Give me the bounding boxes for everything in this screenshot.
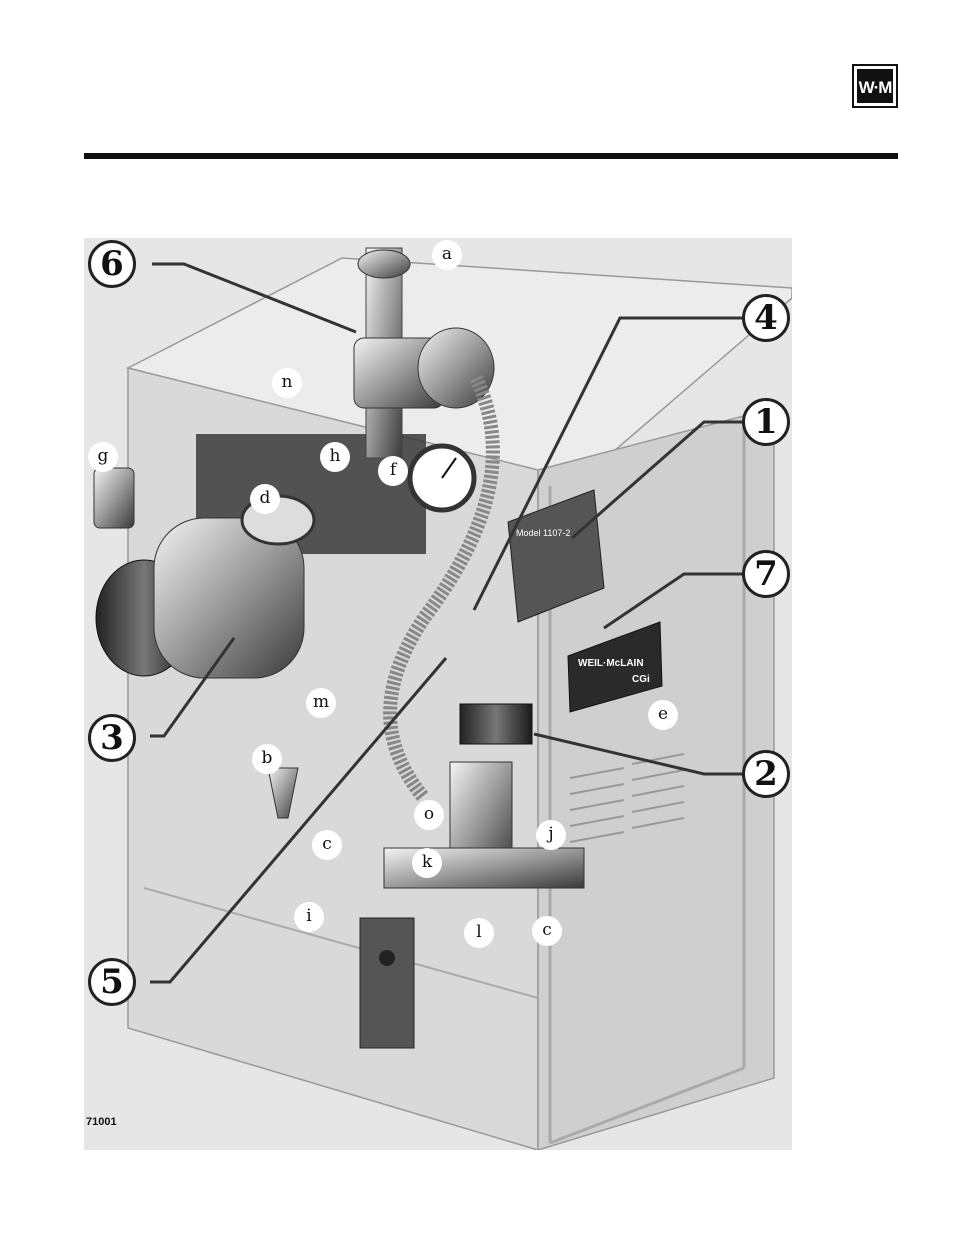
boiler-illustration: Model 1107-2 WEIL·McLAIN CGi [84,238,792,1150]
callout-6: 6 [88,240,136,288]
callout-5: 5 [88,958,136,1006]
logo-text: W·M [857,78,893,98]
callout-7: 7 [742,550,790,598]
relief-valve [94,468,134,528]
letter-g: g [88,442,118,472]
letter-o: o [414,800,444,830]
nameplate-brand: WEIL·McLAIN [578,658,644,669]
logo-block: W·M [857,69,893,103]
nameplate-cert: CGi [632,674,650,685]
letter-c-left: c [312,830,342,860]
figure-number: 71001 [86,1116,117,1128]
callout-3: 3 [88,714,136,762]
callout-2: 2 [742,750,790,798]
letter-n: n [272,368,302,398]
ignitor [460,704,532,744]
letter-m: m [306,688,336,718]
letter-k: k [412,848,442,878]
header-rule [84,153,898,159]
letter-j: j [536,820,566,850]
letter-l: l [464,918,494,948]
callout-1: 1 [742,398,790,446]
callout-4: 4 [742,294,790,342]
letter-b: b [252,744,282,774]
control-model-text: Model 1107-2 [516,528,570,538]
letter-i: i [294,902,324,932]
letter-h: h [320,442,350,472]
letter-c-right: c [532,916,562,946]
boiler-drawing: Model 1107-2 WEIL·McLAIN CGi [84,238,792,1150]
letter-e: e [648,700,678,730]
letter-f: f [378,456,408,486]
letter-a: a [432,240,462,270]
weil-mclain-logo: W·M [852,64,898,108]
mounting-bracket [360,918,414,1048]
letter-d: d [250,484,280,514]
